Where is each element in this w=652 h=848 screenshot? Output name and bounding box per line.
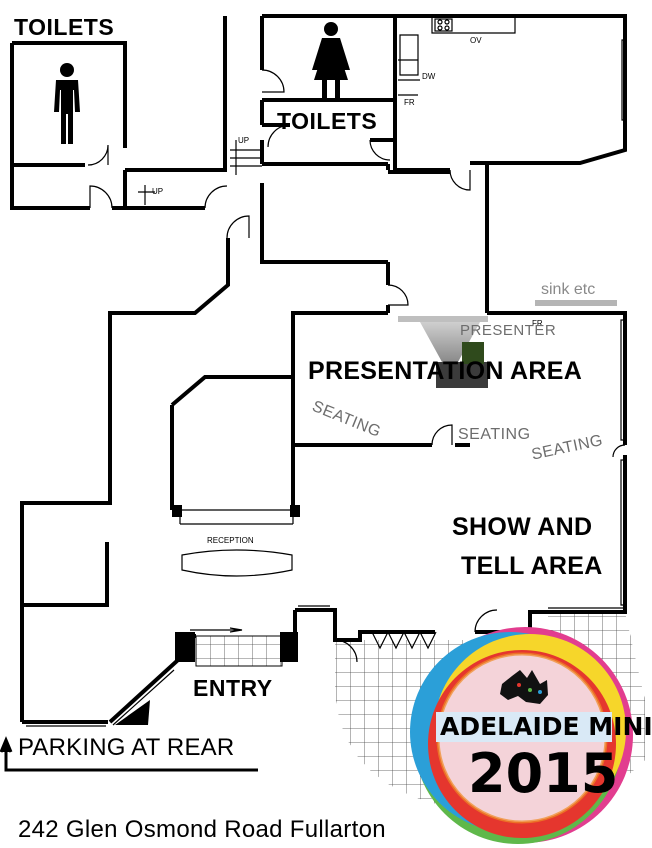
adelaide-mini-logo (410, 627, 633, 844)
entry-mat (195, 635, 283, 667)
toilets-label-right: TOILETS (277, 108, 378, 134)
fridge-label-kitchen: FR (404, 98, 415, 107)
parking-label: PARKING AT REAR (18, 734, 235, 761)
presentation-area-label: PRESENTATION AREA (308, 357, 583, 385)
sink-bar (535, 300, 617, 306)
presenter-label: PRESENTER (460, 322, 557, 339)
sink-label: sink etc (541, 281, 596, 298)
fridge-label-presenter: FR (532, 319, 543, 328)
reception-label: RECEPTION (207, 536, 254, 545)
seating-label-2: SEATING (458, 426, 531, 443)
logo-line2: 2015 (468, 742, 619, 805)
logo-line1: ADELAIDE MINI (440, 712, 652, 741)
show-and-tell-label-1: SHOW AND (452, 513, 593, 541)
address-label: 242 Glen Osmond Road Fullarton (18, 816, 386, 843)
dishwasher-label: DW (422, 72, 436, 81)
women-icon (312, 22, 350, 100)
up-label-1: UP (238, 136, 250, 145)
parking-arrow-icon (0, 736, 258, 772)
entry-label: ENTRY (193, 675, 273, 701)
show-and-tell-label-2: TELL AREA (461, 552, 603, 580)
up-label-2: UP (152, 187, 164, 196)
toilets-label-left: TOILETS (14, 14, 115, 40)
australia-map-icon (500, 670, 548, 704)
oven-label: OV (470, 36, 482, 45)
projector-screen-icon (398, 316, 488, 388)
men-icon (54, 63, 80, 144)
